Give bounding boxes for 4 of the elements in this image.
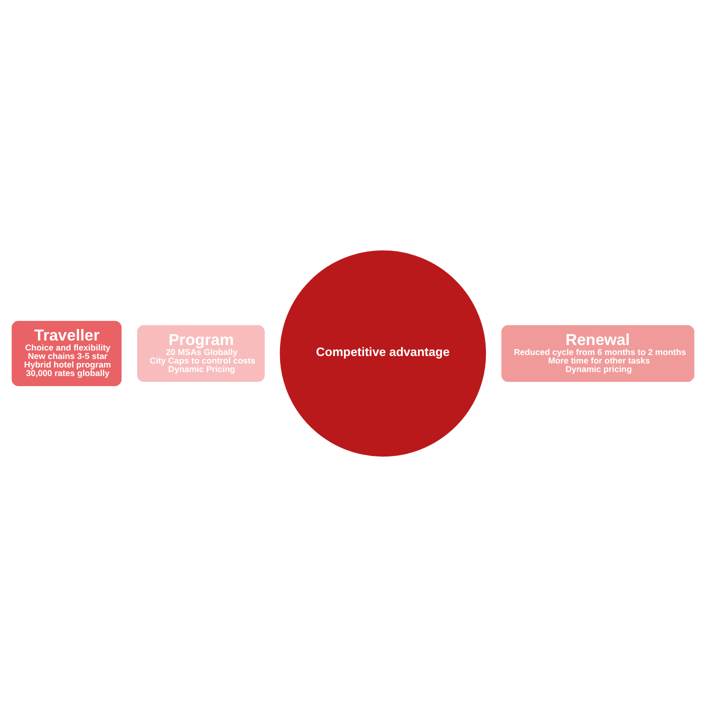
node-box: Traveller Choice and flexibility New chains 3-5 star Hybrid hotel program 30,000 rates globally (10, 319, 124, 388)
node-box: Program 20 MSAs Globally City Caps to control costs Dynamic Pricing (135, 323, 267, 384)
node-box: Renewal Reduced cycle from 6 months to 2 months More time for other tasks Dynamic pricing (500, 323, 696, 384)
node-circle: Competitive advantage (278, 248, 488, 458)
